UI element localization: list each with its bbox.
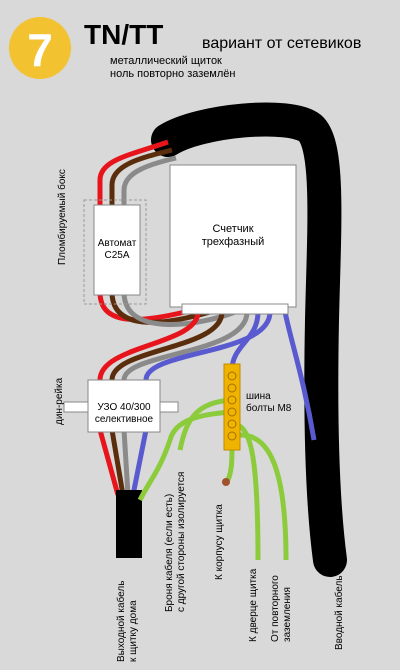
step-badge [9,17,71,79]
meter-terminal-block [181,303,289,315]
wire-green-armor [137,409,233,502]
description-line-2: ноль повторно заземлён [110,68,235,80]
wire-green-body [225,445,235,481]
wire-blue-input [282,311,317,441]
ground-bus-bar [223,363,241,451]
armor-label-1: Броня кабеля (если есть) [163,494,175,612]
wire-brown-down [109,429,126,496]
meter-label-2: трехфазный [202,236,265,248]
breaker-label-2: С25А [104,250,129,261]
wire-red-top [97,139,169,208]
wire-green-reground [231,432,289,561]
breaker-label-1: Автомат [98,238,137,249]
rcd-label-1: УЗО 40/300 [97,402,151,413]
meter-label-1: Счетчик [212,223,253,235]
reground-label-1: От повторного [270,575,281,642]
breaker [93,204,141,296]
wire-gray-down [121,429,131,496]
output-cable-label-1: Выходной кабель [115,581,127,662]
subtitle: вариант от сетевиков [202,35,361,52]
wire-blue-down [130,429,149,496]
wire-brown-top [109,147,173,208]
seal-box-label: Пломбируемый бокс [56,169,68,265]
rcd-label-2: селективное [95,414,154,425]
bus-label-1: шина [246,391,271,402]
wire-blue-rcd [143,311,273,381]
output-cable-label-2: к щитку дома [128,600,139,662]
to-body-label: К корпусу щитка [214,504,225,580]
wire-red-down [97,429,121,496]
wire-brown-out [109,311,225,381]
to-door-label: К дверце щитка [248,568,259,642]
input-cable [151,102,347,577]
wire-gray-out [121,311,250,381]
title: TN/TT [84,19,163,50]
body-bolt [222,478,230,486]
wire-red-out [97,311,201,381]
wire-green-armor-2 [177,397,233,451]
input-cable-label: Вводной кабель [333,575,345,650]
reground-label-2: заземления [282,587,293,642]
seal-box-frame [83,199,147,305]
din-rail-label: дин-рейка [54,377,65,425]
rcd [87,379,161,433]
armor-label-2: с другой стороны изолируется [176,472,187,612]
output-cable [116,490,142,558]
bus-label-2: болты М8 [246,402,292,414]
wire-gray-top [121,155,177,208]
step-number: 7 [27,24,53,76]
description-line-1: металлический щиток [110,55,222,67]
